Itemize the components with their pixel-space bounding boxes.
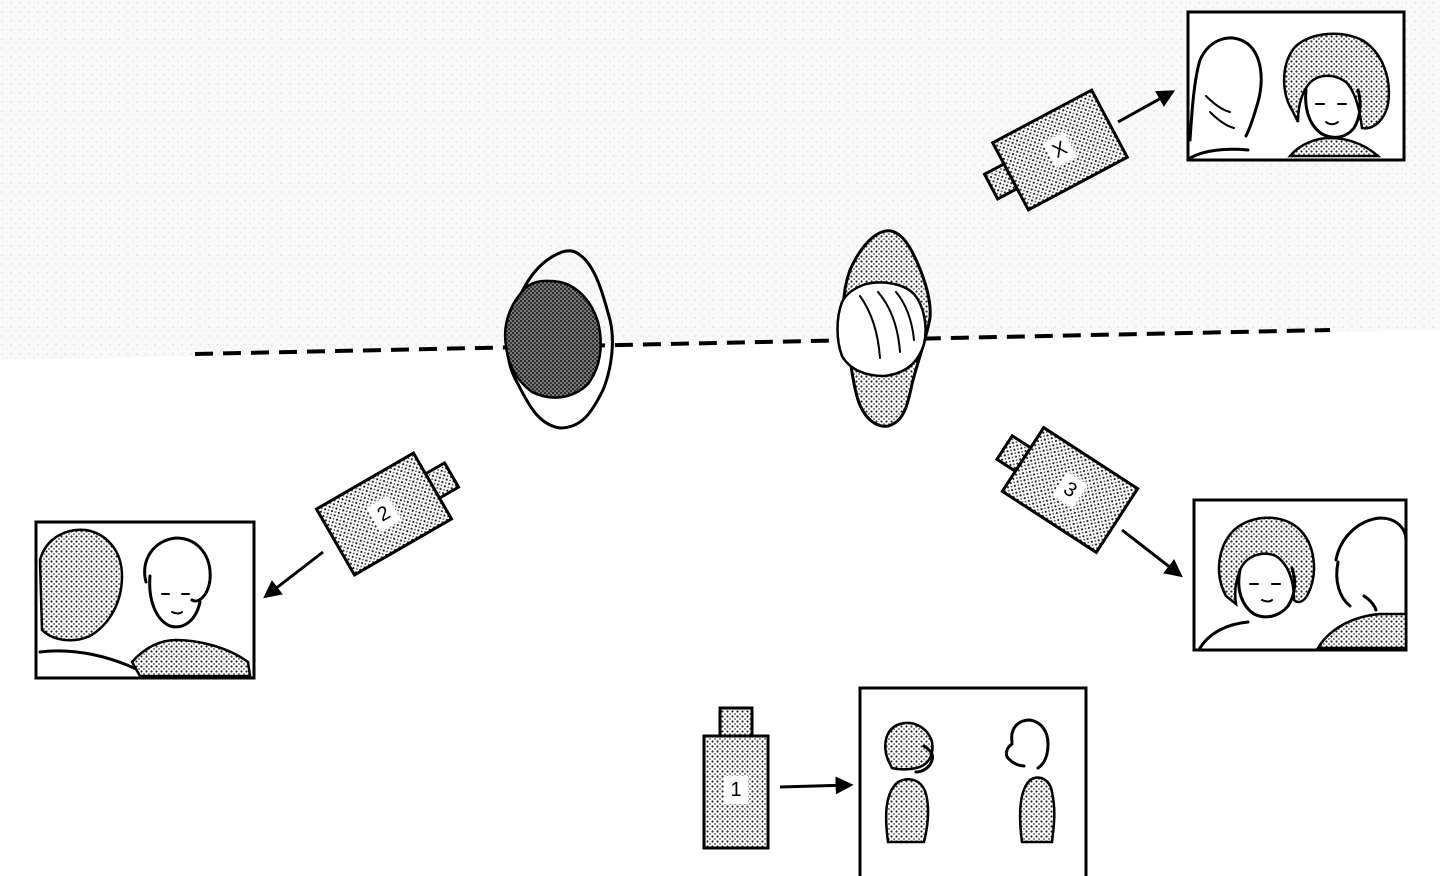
frame-2-shot [34, 520, 256, 680]
frame-2-woman-hair [38, 528, 124, 642]
frame-3-woman-hair [1217, 516, 1316, 608]
woman-hair-top [503, 279, 602, 399]
frame-x-woman-hair [1282, 32, 1391, 130]
camera-x: X [982, 88, 1130, 212]
frame-3-man-shoulder [1315, 612, 1408, 650]
camera-3-arrow [1121, 528, 1183, 578]
man-hair-top [836, 281, 927, 378]
frame-x-shot [1186, 10, 1406, 162]
camera-1-label: 1 [730, 779, 741, 801]
frame-1-shot [858, 686, 1088, 876]
subject-man-top-view [836, 229, 932, 428]
frame-1-woman-hair [884, 721, 934, 771]
camera-2: 2 [314, 451, 461, 577]
camera-1-arrow [779, 776, 854, 795]
camera-3: 3 [994, 425, 1140, 555]
background-tint-region [0, 0, 1440, 360]
camera-2-arrow [263, 550, 324, 599]
camera-1: 1 [702, 706, 770, 850]
camera-1-lens [718, 706, 754, 738]
camera-x-arrow [1117, 90, 1176, 124]
subject-woman-top-view [503, 249, 614, 430]
frame-3-shot [1192, 498, 1408, 652]
axis-of-action-line [194, 328, 1331, 356]
